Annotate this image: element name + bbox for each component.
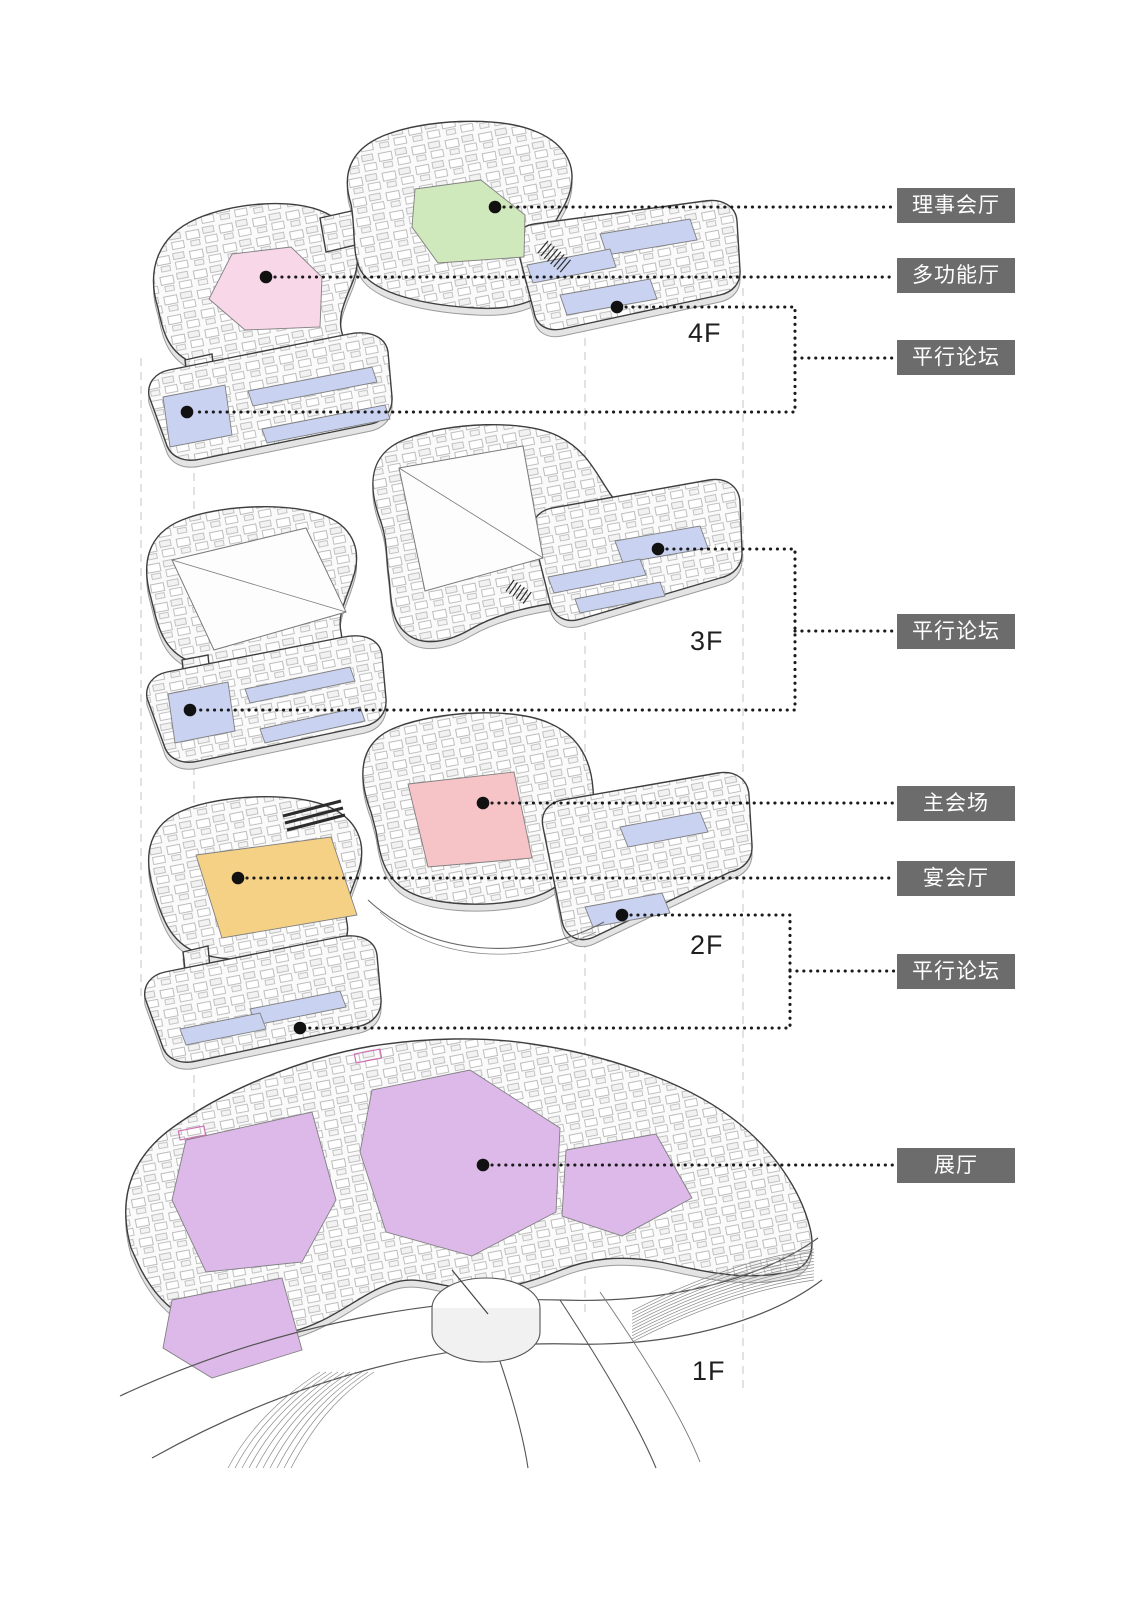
marker-dot	[183, 703, 197, 717]
room-parallel-forum-3f	[574, 581, 666, 614]
legend-label-main-venue: 主会场	[897, 786, 1015, 821]
floor-label-1f: 1F	[692, 1356, 726, 1386]
marker-dot	[476, 1158, 490, 1172]
room-parallel-forum-2f	[179, 1012, 267, 1046]
room-parallel-forum-3f	[547, 558, 647, 594]
marker-dot	[259, 270, 273, 284]
room-exhibition-hall	[171, 1111, 337, 1273]
marker-dot	[615, 908, 629, 922]
room-parallel-forum-4f	[559, 278, 658, 316]
marker-dot	[231, 871, 245, 885]
room-parallel-forum-4f	[162, 384, 233, 448]
room-multifunction-hall	[208, 246, 323, 331]
marker-dot	[651, 542, 665, 556]
room-parallel-forum-4f	[599, 218, 698, 256]
legend-label-exhibition-hall: 展厅	[897, 1148, 1015, 1183]
marker-dot	[180, 405, 194, 419]
floor-label-2f: 2F	[690, 930, 724, 960]
marker-dot	[488, 200, 502, 214]
room-exhibition-hall	[162, 1277, 303, 1379]
legend-label-council-hall: 理事会厅	[897, 188, 1015, 223]
room-parallel-forum-2f	[619, 811, 709, 848]
legend-label-banquet-hall: 宴会厅	[897, 861, 1015, 896]
room-parallel-forum-3f	[167, 681, 236, 744]
room-main-venue	[407, 771, 533, 868]
room-parallel-forum-3f	[244, 666, 356, 704]
room-banquet-hall	[195, 836, 358, 939]
legend-label-parallel-forum-2f: 平行论坛	[897, 954, 1015, 989]
floor-label-3f: 3F	[690, 626, 724, 656]
room-parallel-forum-4f	[247, 366, 378, 407]
room-exhibition-hall	[561, 1133, 693, 1237]
room-parallel-forum-3f	[259, 706, 366, 744]
room-council-hall	[411, 179, 526, 264]
legend-label-parallel-forum-4f: 平行论坛	[897, 340, 1015, 375]
legend-label-multifunction-hall: 多功能厅	[897, 258, 1015, 293]
marker-dot	[293, 1021, 307, 1035]
floor-label-4f: 4F	[688, 318, 722, 348]
room-exhibition-hall	[359, 1069, 561, 1257]
floor-1f	[119, 1038, 823, 1469]
marker-dot	[610, 300, 624, 314]
floor-4f	[148, 120, 741, 468]
floor-2f	[144, 712, 753, 1070]
room-parallel-forum-2f	[584, 892, 671, 928]
marker-dot	[476, 796, 490, 810]
legend-label-parallel-forum-3f: 平行论坛	[897, 614, 1015, 649]
